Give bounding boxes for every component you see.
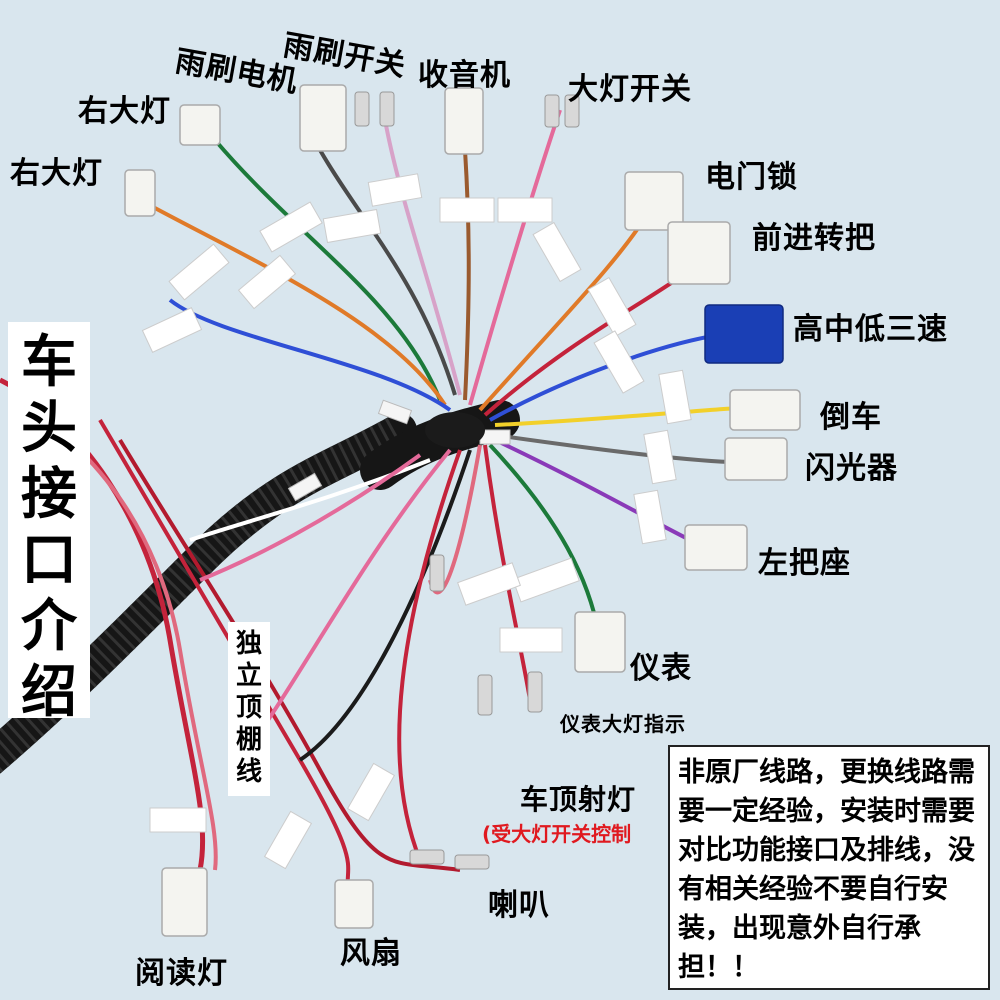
label-electric-lock: 电门锁 [705, 160, 798, 195]
label-fan: 风扇 [340, 936, 402, 971]
label-instrument-headlight-indicator: 仪表大灯指示 [560, 712, 686, 736]
page-title: 车头接口介绍 [8, 322, 90, 725]
label-headlight-switch: 大灯开关 [568, 72, 692, 107]
label-three-speed: 高中低三速 [793, 312, 948, 347]
label-roof-lamp-note: (受大灯开关控制 [482, 822, 632, 846]
label-left-handle-seat: 左把座 [758, 546, 851, 581]
label-forward-throttle: 前进转把 [752, 221, 876, 256]
label-independent-ceiling-line: 独立顶棚线 [228, 622, 270, 796]
label-reverse: 倒车 [820, 400, 882, 435]
label-roof-lamp: 车顶射灯 [520, 783, 637, 816]
label-reading-lamp: 阅读灯 [135, 956, 228, 991]
label-flasher: 闪光器 [805, 451, 898, 486]
label-horn: 喇叭 [488, 888, 550, 923]
label-instrument: 仪表 [630, 651, 692, 686]
warning-notice: 非原厂线路，更换线路需要一定经验，安装时需要对比功能接口及排线，没有相关经验不要… [668, 745, 990, 990]
label-right-headlight-2: 右大灯 [78, 94, 171, 129]
label-radio: 收音机 [418, 58, 511, 93]
label-right-headlight-1: 右大灯 [10, 156, 103, 191]
